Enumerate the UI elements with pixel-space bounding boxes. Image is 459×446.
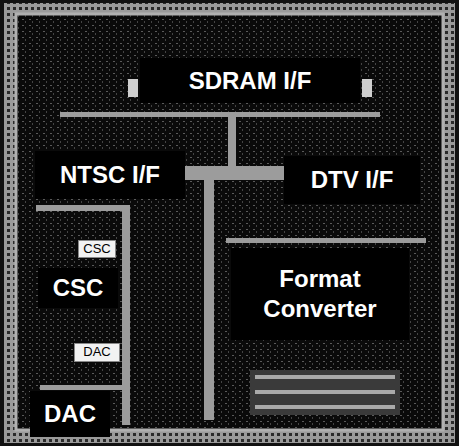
label-text: CSC: [53, 273, 104, 303]
block-label: CSC: [38, 268, 118, 308]
die-marking: CSC: [78, 240, 116, 258]
die-marking: DAC: [74, 343, 120, 362]
block-label: NTSC I/F: [35, 151, 185, 199]
pad-ring: [4, 3, 455, 443]
label-text: CSC: [83, 242, 110, 256]
block-label: DTV I/F: [284, 156, 420, 204]
block-label: Format Converter: [231, 248, 409, 340]
block-label: DAC: [30, 391, 110, 437]
routing-channels: [36, 112, 426, 425]
block-label: SDRAM I/F: [140, 58, 360, 103]
label-text: SDRAM I/F: [189, 66, 312, 96]
label-text: DTV I/F: [311, 165, 394, 195]
label-text: NTSC I/F: [60, 160, 160, 190]
core-border: [16, 14, 443, 430]
core-area: [16, 14, 443, 430]
label-text: DAC: [83, 345, 110, 359]
macro-blocks: [128, 79, 400, 415]
label-text: DAC: [44, 399, 96, 429]
label-text: Format Converter: [245, 264, 395, 324]
